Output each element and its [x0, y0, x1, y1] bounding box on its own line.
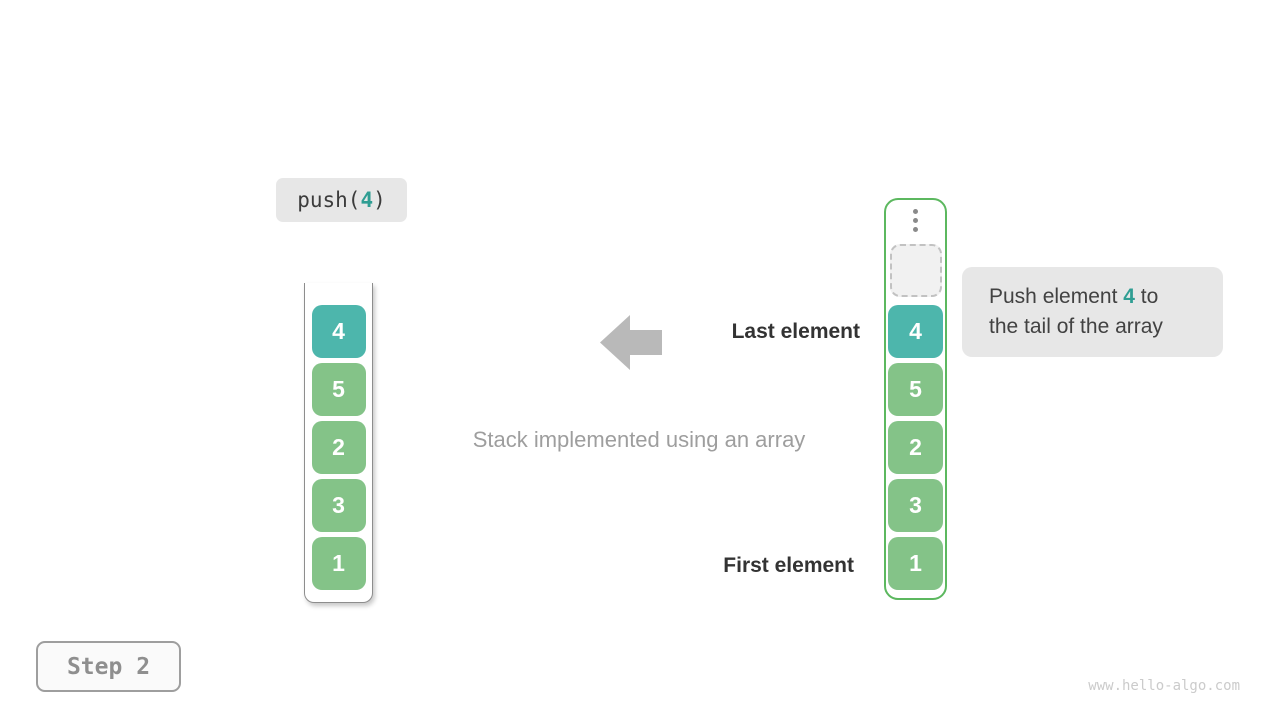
callout-text: to [1134, 285, 1159, 308]
dot [913, 209, 918, 214]
callout-text: Push element [989, 285, 1124, 308]
annotation-callout: Push element 4 to the tail of the array [962, 267, 1223, 357]
array-item: 3 [888, 479, 943, 532]
step-badge: Step 2 [36, 641, 181, 692]
array-container: 4 5 2 3 1 [884, 198, 947, 600]
figure-caption: Stack implemented using an array [472, 427, 806, 452]
dot [913, 227, 918, 232]
last-element-label: Last element [731, 320, 860, 343]
left-arrow-icon [600, 315, 662, 370]
array-item: 1 [888, 537, 943, 590]
array-item: 2 [888, 421, 943, 474]
operation-suffix: ) [373, 188, 386, 212]
operation-argument: 4 [360, 188, 374, 212]
first-element-label: First element [723, 554, 854, 577]
watermark-text: www.hello-algo.com [1088, 678, 1240, 694]
operation-prefix: push( [297, 188, 361, 212]
callout-value: 4 [1123, 285, 1135, 308]
dot [913, 218, 918, 223]
stack-item: 5 [311, 363, 366, 416]
ellipsis-icon [913, 209, 918, 232]
stack-item: 3 [311, 479, 366, 532]
stack-item: 2 [311, 421, 366, 474]
stack-container: 4 5 2 3 1 [304, 283, 373, 603]
stack-item-top: 4 [311, 305, 366, 358]
array-item: 5 [888, 363, 943, 416]
empty-slot-placeholder [889, 244, 942, 297]
stack-item: 1 [311, 537, 366, 590]
callout-text: the tail of the array [989, 315, 1163, 338]
operation-badge: push(4) [276, 178, 407, 222]
array-item-pushed: 4 [888, 305, 943, 358]
